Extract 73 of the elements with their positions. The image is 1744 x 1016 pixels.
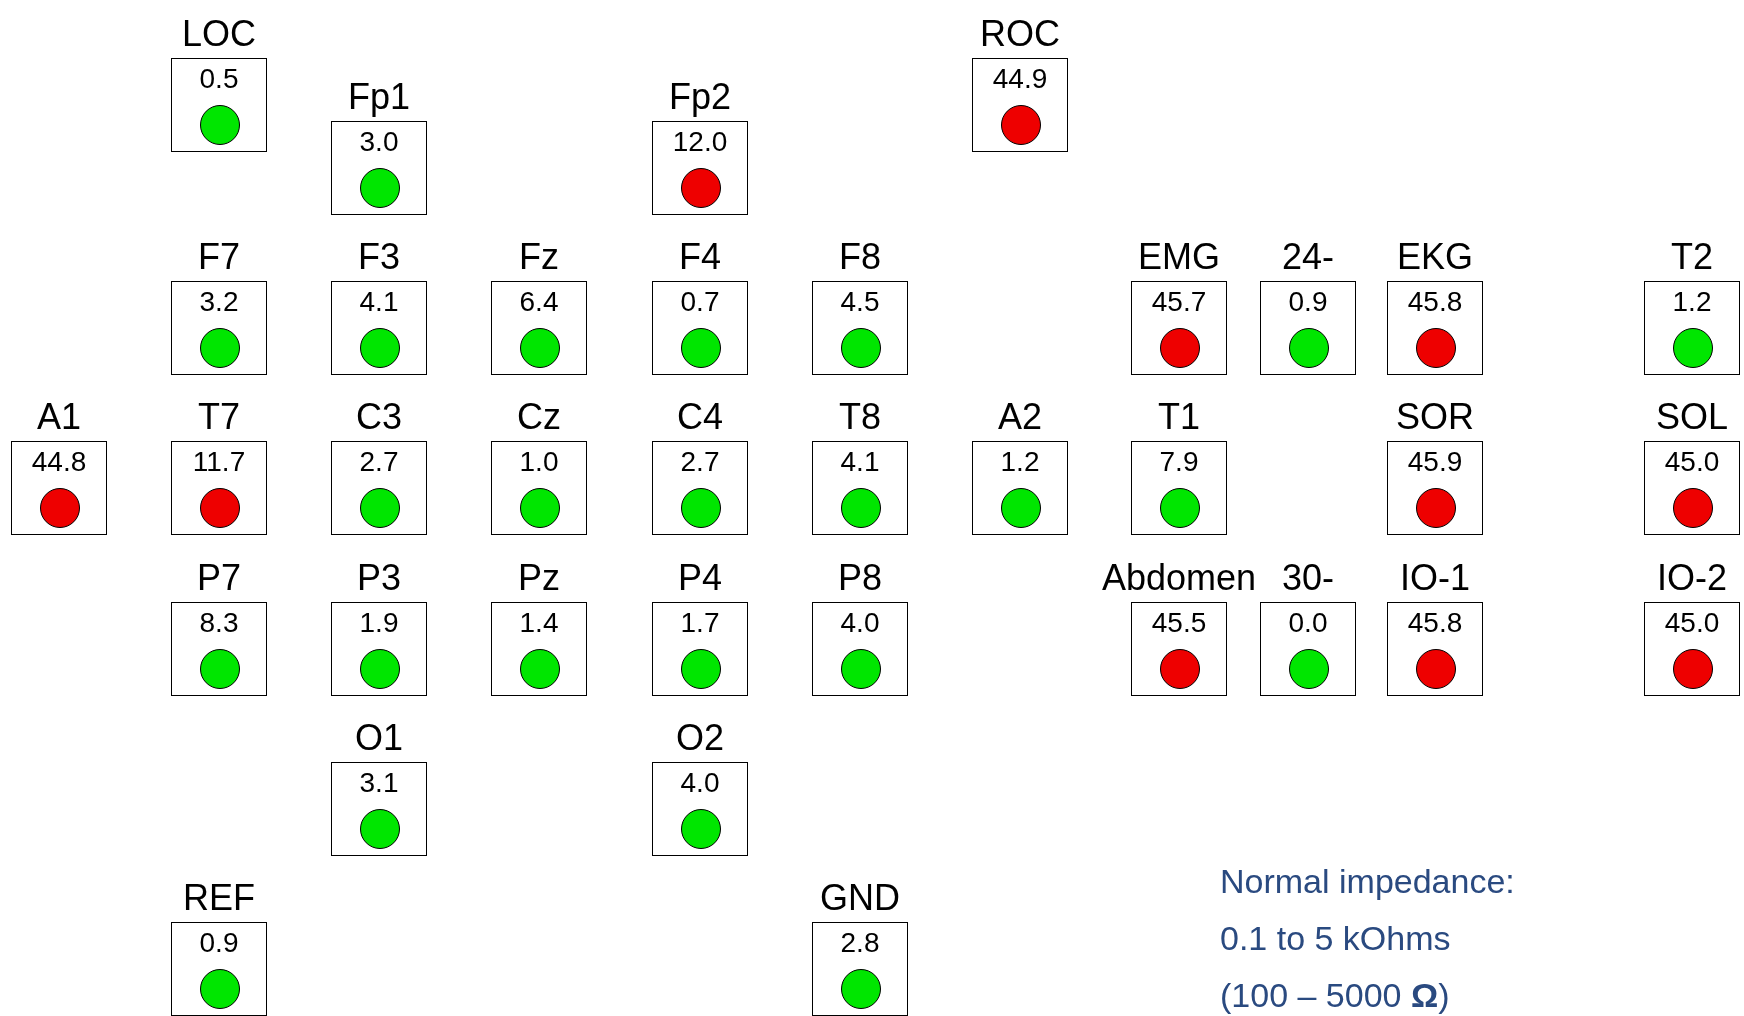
electrode-label: P7 <box>197 558 241 598</box>
electrode-label: 24- <box>1282 237 1334 277</box>
impedance-value: 1.9 <box>358 607 400 639</box>
impedance-value: 4.1 <box>839 446 881 478</box>
electrode-label: Fp1 <box>348 77 410 117</box>
impedance-value: 2.7 <box>358 446 400 478</box>
electrode-label: P3 <box>357 558 401 598</box>
electrode-label: T2 <box>1671 237 1713 277</box>
electrode-label: LOC <box>182 14 256 54</box>
electrode-label: C3 <box>356 397 402 437</box>
electrode-label: O2 <box>676 718 724 758</box>
impedance-value: 1.7 <box>679 607 721 639</box>
electrode-label: F8 <box>839 237 881 277</box>
electrode-label: O1 <box>355 718 403 758</box>
electrode-label: EKG <box>1397 237 1473 277</box>
impedance-value: 1.4 <box>518 607 560 639</box>
impedance-value: 8.3 <box>198 607 240 639</box>
note-text: Normal impedance: 0.1 to 5 kOhms (100 – 5000 Ω) <box>1220 861 1516 1016</box>
impedance-value: 4.0 <box>839 607 881 639</box>
impedance-value: 3.0 <box>358 126 400 158</box>
impedance-value: 12.0 <box>671 126 729 158</box>
impedance-value: 1.0 <box>518 446 560 478</box>
impedance-value: 11.7 <box>191 446 247 478</box>
impedance-value: 4.1 <box>358 286 400 318</box>
electrode-label: Cz <box>517 397 561 437</box>
impedance-value: 0.7 <box>679 286 721 318</box>
electrode-label: F4 <box>679 237 721 277</box>
impedance-value: 1.2 <box>1671 286 1713 318</box>
impedance-value: 45.7 <box>1150 286 1208 318</box>
electrode-label: 30- <box>1282 558 1334 598</box>
electrode-label: T1 <box>1158 397 1200 437</box>
electrode-label: A2 <box>998 397 1042 437</box>
electrode-label: F7 <box>198 237 240 277</box>
impedance-value: 44.8 <box>30 446 88 478</box>
electrode-label: Abdomen <box>1101 558 1257 598</box>
impedance-value: 6.4 <box>518 286 560 318</box>
electrode-label: P8 <box>838 558 882 598</box>
impedance-value: 4.0 <box>679 767 721 799</box>
impedance-value: 0.9 <box>1287 286 1329 318</box>
electrode-label: SOL <box>1656 397 1728 437</box>
impedance-value: 4.5 <box>839 286 881 318</box>
electrode-label: Fp2 <box>669 77 731 117</box>
electrode-label: F3 <box>358 237 400 277</box>
electrode-label: IO-1 <box>1400 558 1470 598</box>
impedance-value: 45.8 <box>1406 607 1464 639</box>
electrode-label: ROC <box>980 14 1060 54</box>
electrode-label: T7 <box>198 397 240 437</box>
impedance-value: 2.7 <box>679 446 721 478</box>
impedance-value: 45.0 <box>1663 607 1721 639</box>
electrode-label: SOR <box>1396 397 1474 437</box>
electrode-label: T8 <box>839 397 881 437</box>
impedance-value: 0.9 <box>198 927 240 959</box>
impedance-value: 45.9 <box>1406 446 1464 478</box>
impedance-value: 45.5 <box>1150 607 1208 639</box>
impedance-value: 0.5 <box>198 63 240 95</box>
impedance-value: 2.8 <box>839 927 881 959</box>
impedance-value: 45.0 <box>1663 446 1721 478</box>
impedance-value: 7.9 <box>1158 446 1200 478</box>
electrode-label: GND <box>820 878 900 918</box>
electrode-label: P4 <box>678 558 722 598</box>
impedance-value: 0.0 <box>1287 607 1329 639</box>
impedance-value: 44.9 <box>991 63 1049 95</box>
impedance-value: 45.8 <box>1406 286 1464 318</box>
electrode-label: REF <box>183 878 255 918</box>
impedance-value: 1.2 <box>999 446 1041 478</box>
impedance-value: 3.1 <box>358 767 400 799</box>
electrode-label: IO-2 <box>1657 558 1727 598</box>
electrode-label: EMG <box>1138 237 1220 277</box>
impedance-value: 3.2 <box>198 286 240 318</box>
electrode-label: C4 <box>677 397 723 437</box>
electrode-label: Fz <box>519 237 559 277</box>
electrode-label: Pz <box>518 558 560 598</box>
electrode-label: A1 <box>37 397 81 437</box>
